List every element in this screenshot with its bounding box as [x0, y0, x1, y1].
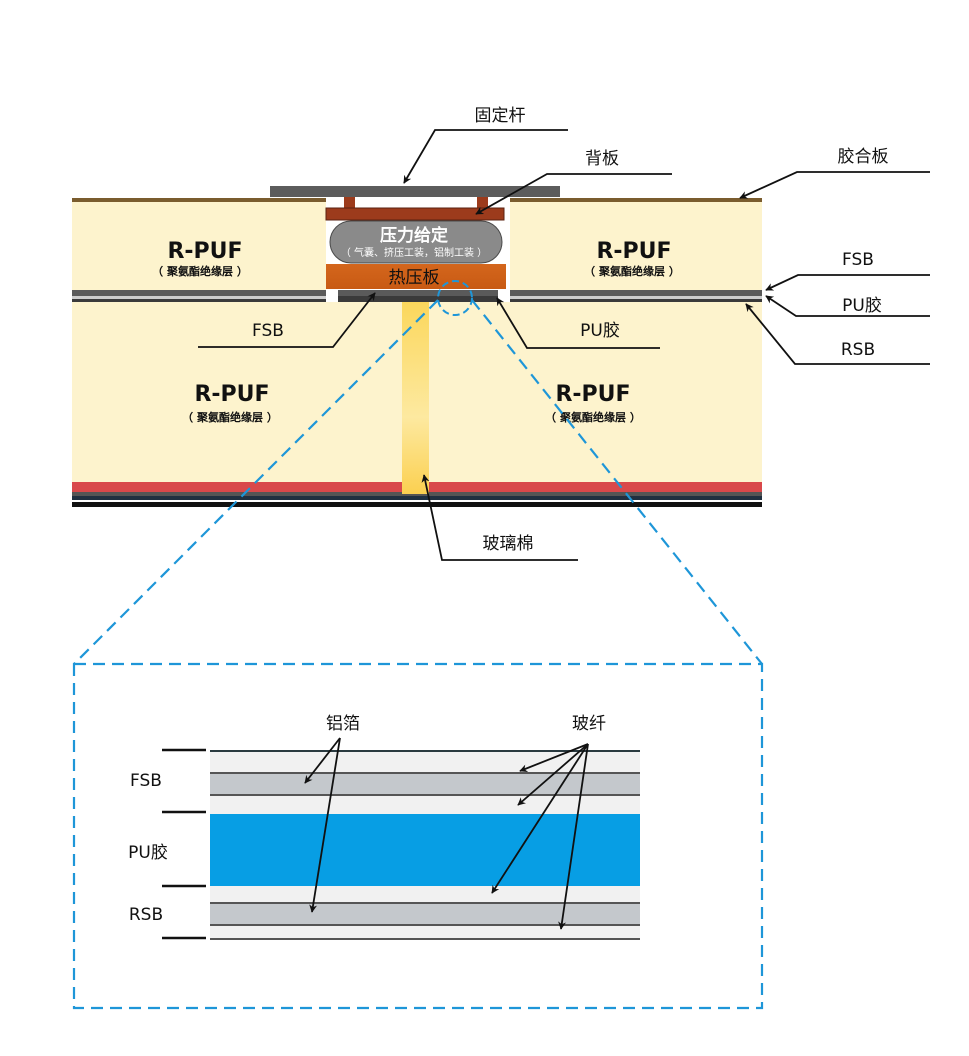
pu-glue-mid-label: PU胶	[580, 321, 620, 341]
bottom-layer-2	[72, 496, 762, 500]
hot-press-plate	[326, 264, 506, 289]
fsb-layer-mid	[338, 290, 498, 296]
fsb-layer-right	[510, 290, 762, 296]
plywood-left	[72, 198, 326, 202]
rsb-layer-right	[510, 299, 762, 302]
glass-fiber-label: 玻纤	[572, 714, 606, 734]
plywood-label: 胶合板	[838, 147, 889, 167]
upper-left-puf	[72, 202, 326, 290]
detail-foil-2	[210, 904, 640, 924]
fsb-mid-label: FSB	[252, 321, 284, 341]
lower-right-puf-sub: （ 聚氨酯绝缘层 ）	[545, 410, 641, 424]
back-plate-label: 背板	[585, 149, 619, 169]
lower-right-puf-title: R-PUF	[555, 382, 630, 407]
rod-support-left	[344, 197, 355, 208]
detail-frame	[72, 662, 764, 1010]
plywood-right	[510, 198, 762, 202]
zoom-circle	[437, 280, 473, 316]
rod-support-right	[477, 197, 488, 208]
aluminum-foil-label: 铝箔	[326, 714, 360, 734]
pu-layer-left	[72, 296, 326, 299]
glass-wool-label: 玻璃棉	[483, 534, 534, 554]
pressure-sub-label: （ 气囊、挤压工装，铝制工装 ）	[341, 246, 487, 259]
pressure-bag	[329, 220, 503, 264]
rsb-layer-left	[72, 299, 326, 302]
bottom-layer-3	[72, 502, 762, 507]
upper-right-puf	[510, 202, 762, 290]
upper-right-puf-title: R-PUF	[596, 239, 671, 264]
hot-press-label: 热压板	[389, 268, 440, 288]
detail-rsb-label: RSB	[129, 905, 163, 925]
detail-view: FSB PU胶 RSB 铝箔 玻纤	[128, 714, 640, 940]
upper-left-puf-title: R-PUF	[167, 239, 242, 264]
lower-left-puf-sub: （ 聚氨酯绝缘层 ）	[182, 410, 278, 424]
fsb-right-label: FSB	[842, 250, 874, 270]
fsb-layer-left	[72, 290, 326, 296]
upper-right-puf-sub: （ 聚氨酯绝缘层 ）	[584, 264, 680, 278]
upper-left-puf-sub: （ 聚氨酯绝缘层 ）	[152, 264, 248, 278]
fixing-rod-label: 固定杆	[475, 106, 526, 126]
callouts: 固定杆 背板 胶合板 FSB PU胶 RSB FSB PU胶 玻璃棉	[198, 106, 930, 561]
detail-fsb-label: FSB	[130, 771, 162, 791]
zoom-connector	[72, 299, 764, 1010]
rsb-layer-mid	[338, 296, 498, 302]
glass-wool-strip	[402, 302, 429, 494]
pu-glue-right-label: PU胶	[842, 296, 882, 316]
fixing-rod	[270, 186, 560, 197]
detail-foil-1	[210, 772, 640, 774]
detail-pu-glue-label: PU胶	[128, 843, 168, 863]
pu-layer-right	[510, 296, 762, 299]
cross-section: R-PUF （ 聚氨酯绝缘层 ） R-PUF （ 聚氨酯绝缘层 ） R-PUF …	[72, 186, 762, 507]
pressure-label: 压力给定	[380, 225, 448, 246]
lower-left-puf-title: R-PUF	[194, 382, 269, 407]
rsb-right-label: RSB	[841, 340, 875, 360]
back-plate	[325, 207, 505, 221]
